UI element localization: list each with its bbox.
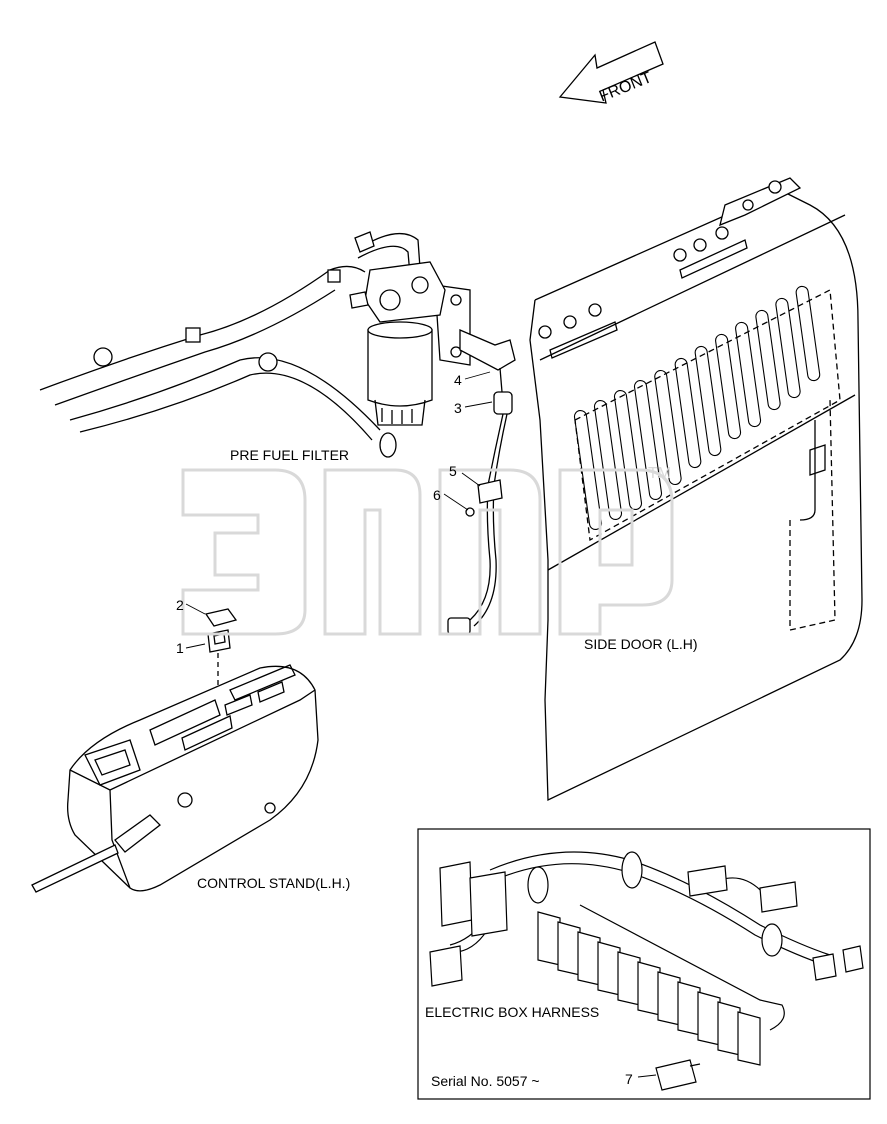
watermark-mark: TM: [648, 465, 671, 482]
side-door-label: SIDE DOOR (L.H): [584, 636, 698, 652]
side-door-drawing: [529, 177, 863, 802]
electric-box-harness-label: ELECTRIC BOX HARNESS: [425, 1004, 600, 1020]
part-number-4: 4: [454, 372, 462, 388]
part-number-1: 1: [176, 640, 184, 656]
water-sensor-harness-drawing: [443, 329, 516, 635]
front-arrow-icon: FRONT: [558, 41, 664, 106]
pre-fuel-filter-label: PRE FUEL FILTER: [230, 447, 350, 463]
part-number-7: 7: [625, 1071, 633, 1087]
control-stand-label: CONTROL STAND(L.H.): [197, 875, 351, 891]
serial-number-label: Serial No. 5057 ~: [431, 1073, 540, 1089]
control-stand-drawing: [31, 603, 319, 893]
electric-box-harness-inset: [417, 828, 871, 1100]
pre-fuel-filter-drawing: [39, 231, 471, 458]
part-number-5: 5: [449, 463, 457, 479]
part-number-2: 2: [176, 597, 184, 613]
part-number-3: 3: [454, 400, 462, 416]
part-number-6: 6: [433, 487, 441, 503]
watermark-logo: TM: [181, 465, 674, 636]
